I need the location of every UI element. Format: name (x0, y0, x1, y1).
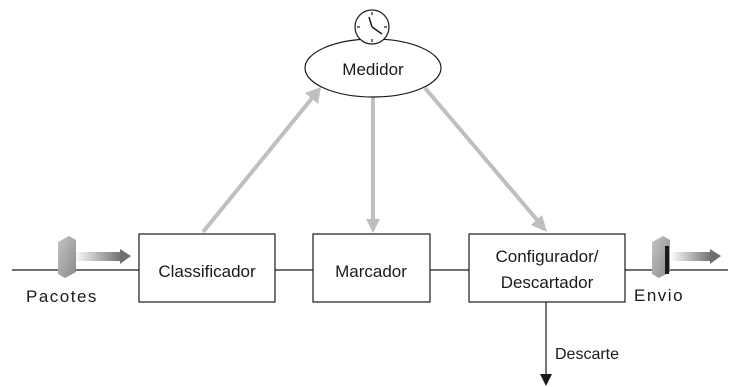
meter-label: Medidor (342, 60, 404, 79)
feedback-arrows (201, 86, 547, 234)
input-packet-trail (74, 252, 122, 261)
drop-label: Descarte (555, 346, 619, 363)
arrowhead-shaper (531, 215, 547, 232)
output-packet-icon (652, 236, 721, 278)
output-label: Envio (634, 286, 684, 305)
shaper-label-line2: Descartador (501, 273, 594, 292)
input-packet-head (120, 249, 131, 264)
arrow-classifier-to-meter (201, 95, 315, 234)
arrowhead-meter (305, 87, 321, 104)
clock-icon (354, 9, 390, 45)
classifier-block: Classificador (138, 233, 276, 303)
input-packet-icon (58, 236, 131, 278)
marker-box (312, 233, 431, 303)
shaper-dropper-box (468, 233, 626, 303)
arrowhead-marker (366, 219, 380, 233)
meter-node: Medidor (304, 38, 442, 98)
marker-label: Marcador (335, 262, 407, 281)
classifier-box (138, 233, 276, 303)
shaper-dropper-block: Configurador/ Descartador (468, 233, 626, 303)
arrow-meter-to-shaper (423, 86, 540, 223)
input-label: Pacotes (26, 287, 98, 306)
output-packet-head (710, 249, 721, 264)
shaper-label-line1: Configurador/ (495, 247, 598, 266)
output-packet-bar (665, 246, 669, 274)
output-packet-trail (670, 252, 712, 261)
drop-arrowhead (540, 374, 552, 386)
marker-block: Marcador (312, 233, 431, 303)
input-packet-body (58, 236, 76, 278)
classifier-label: Classificador (158, 262, 256, 281)
